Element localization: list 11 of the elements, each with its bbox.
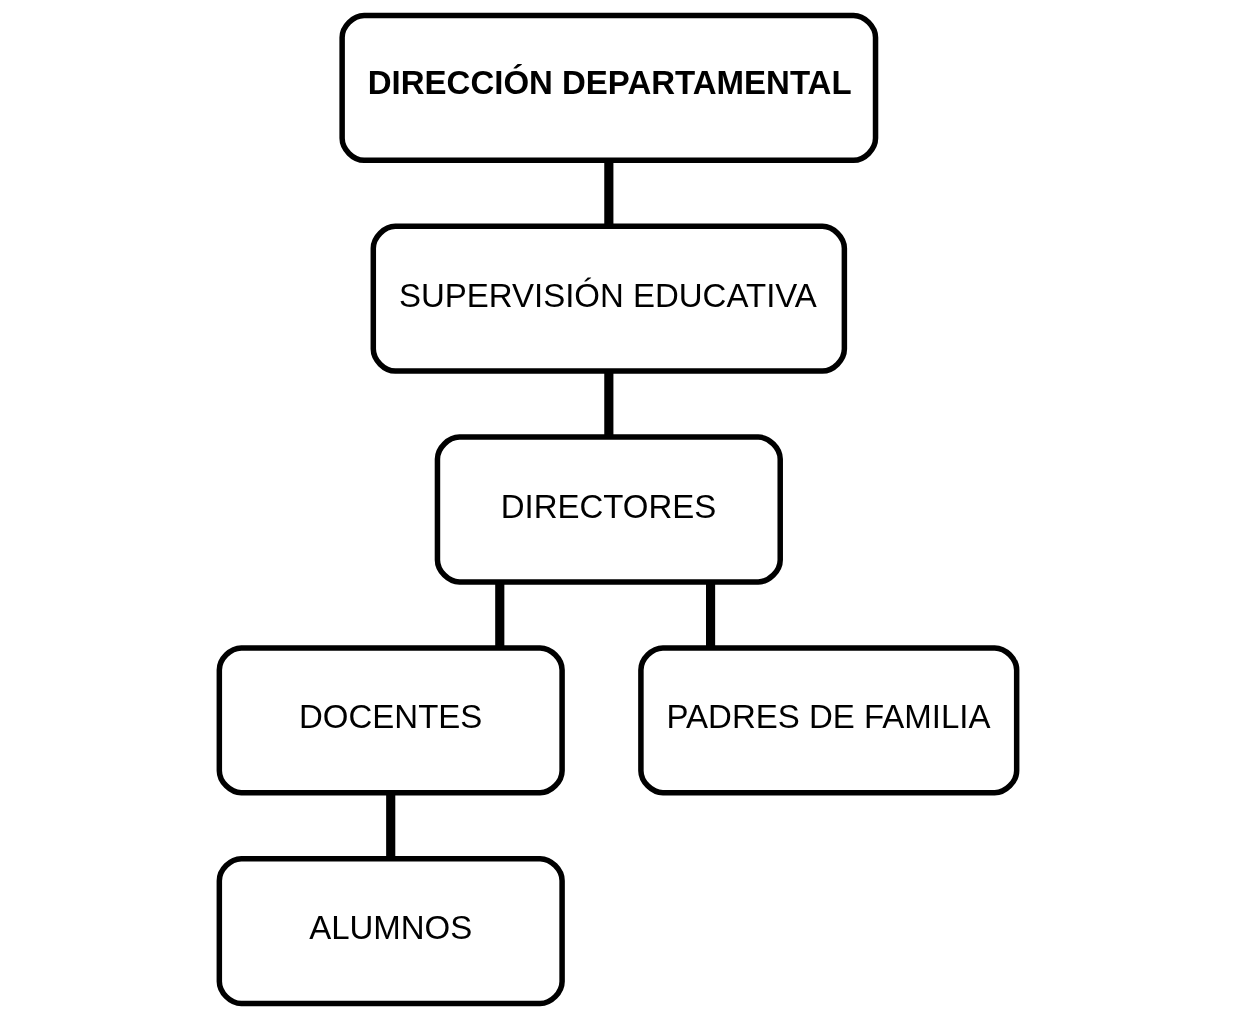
connector [385, 792, 395, 859]
connector [494, 582, 504, 648]
node-box: SUPERVISIÓN EDUCATIVA [370, 223, 847, 374]
node-box: DIRECCIÓN DEPARTAMENTAL [338, 12, 878, 164]
node-box: DOCENTES [216, 645, 565, 796]
node-box: DIRECTORES [434, 434, 783, 585]
connector [705, 582, 715, 648]
connector [603, 371, 613, 437]
node-box: PADRES DE FAMILIA [637, 645, 1019, 796]
connector [603, 160, 613, 227]
node-box: ALUMNOS [216, 855, 565, 1007]
